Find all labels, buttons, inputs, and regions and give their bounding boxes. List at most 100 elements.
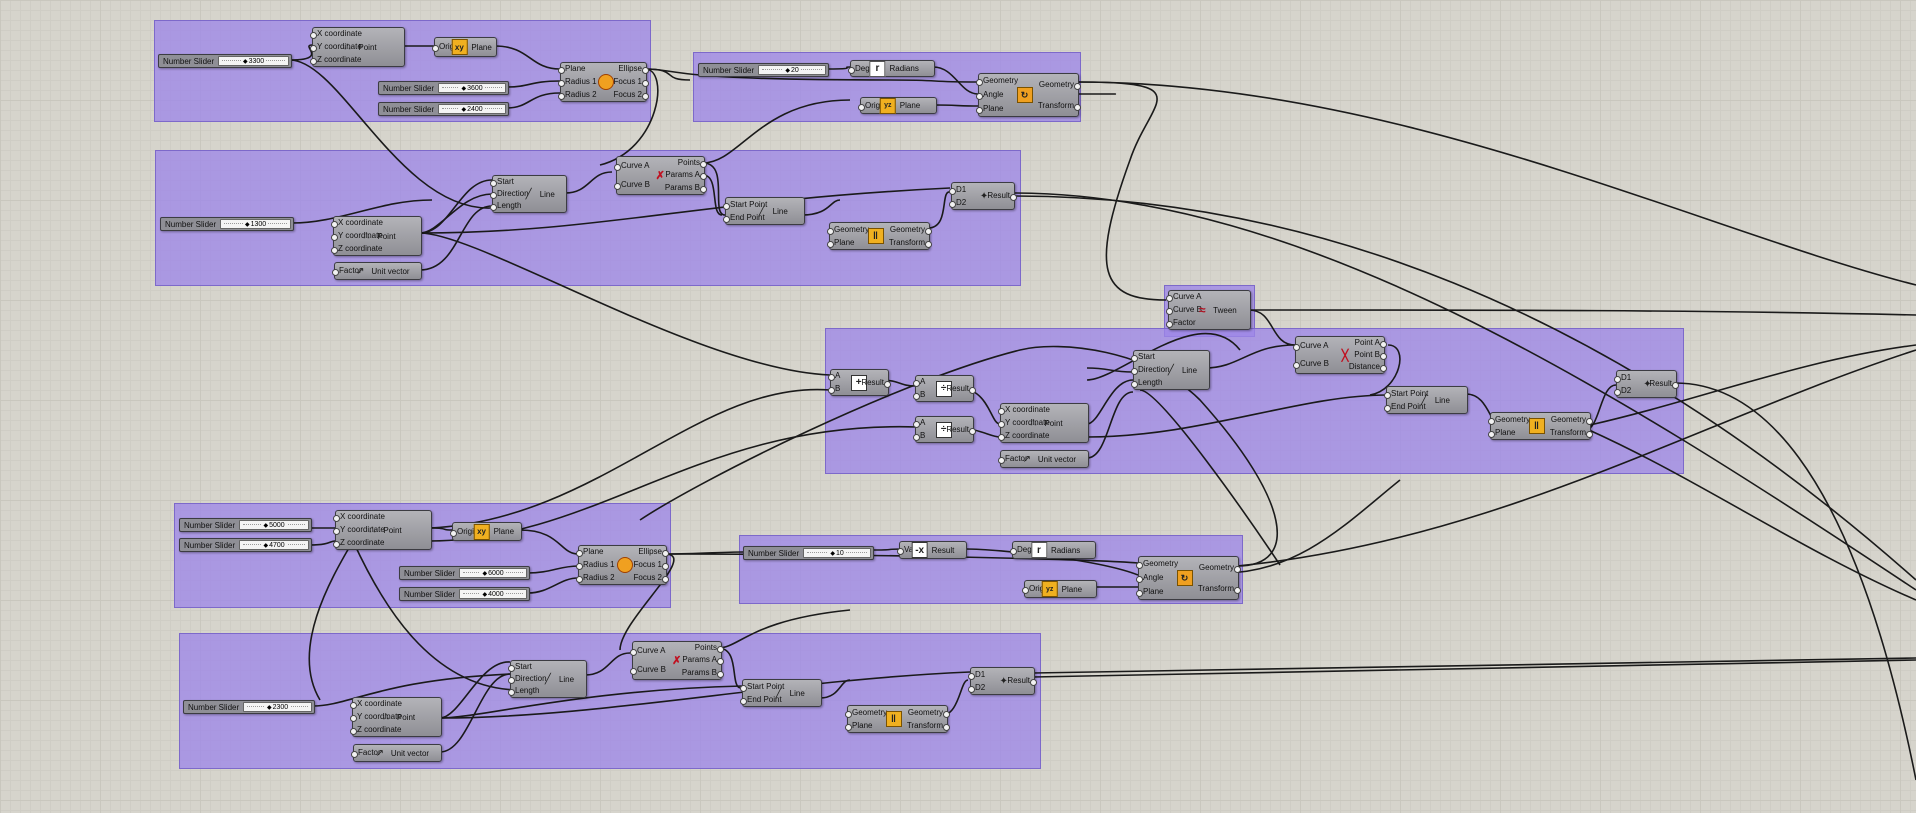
input-param[interactable]: Geometry [826, 224, 870, 235]
output-param[interactable]: Result [987, 191, 1017, 201]
component-rad2[interactable]: DegreesrRadians [1009, 541, 1096, 559]
input-param[interactable]: Length [1131, 378, 1170, 388]
input-param[interactable]: Z coordinate [350, 724, 402, 735]
input-param[interactable]: X coordinate [331, 218, 383, 229]
input-param[interactable]: Factor [1166, 318, 1202, 328]
output-param[interactable]: Point B [1349, 350, 1388, 360]
input-param[interactable]: X coordinate [998, 405, 1050, 416]
output-param[interactable]: Focus 1 [613, 76, 650, 87]
number-slider[interactable]: Number Slider 3600 [378, 81, 509, 95]
input-param[interactable]: Start [1131, 352, 1170, 363]
input-param[interactable]: Plane [558, 64, 597, 75]
input-param[interactable]: A [912, 377, 926, 388]
output-param[interactable]: Transform [1549, 427, 1594, 438]
input-param[interactable]: Curve A [614, 161, 650, 172]
input-param[interactable]: Y coordinate [331, 230, 383, 241]
slider-track[interactable]: 4000 [459, 589, 527, 599]
input-param[interactable]: Curve A [1293, 341, 1329, 351]
output-param[interactable]: Focus 2 [633, 572, 670, 583]
input-param[interactable]: Length [508, 686, 547, 696]
output-param[interactable]: Transform [1197, 583, 1242, 594]
input-param[interactable]: Geometry [1135, 559, 1179, 569]
input-param[interactable]: Curve A [630, 646, 666, 657]
input-param[interactable]: Plane [1487, 428, 1530, 438]
input-param[interactable]: Z coordinate [310, 54, 362, 65]
number-slider[interactable]: Number Slider 4000 [399, 587, 530, 601]
input-param[interactable]: Angle [975, 90, 1018, 100]
slider-track[interactable]: 2300 [243, 702, 312, 712]
input-param[interactable]: X coordinate [333, 512, 385, 523]
input-param[interactable]: X coordinate [350, 699, 402, 710]
input-param[interactable]: Geometry [844, 707, 888, 718]
input-param[interactable]: Z coordinate [998, 430, 1050, 441]
output-param[interactable]: Params A [682, 655, 725, 666]
input-param[interactable]: Factor [351, 748, 381, 758]
output-param[interactable]: Geometry [1550, 414, 1594, 425]
output-param[interactable]: Params B [664, 182, 708, 193]
slider-track[interactable]: 5000 [239, 520, 309, 530]
component-rad1[interactable]: DegreesrRadians [847, 60, 935, 77]
slider-track[interactable]: 3300 [218, 56, 289, 66]
input-param[interactable]: D2 [1613, 385, 1632, 396]
input-param[interactable]: A [912, 418, 926, 429]
input-param[interactable]: X coordinate [310, 29, 362, 40]
input-param[interactable]: Angle [1135, 573, 1178, 583]
number-slider[interactable]: Number Slider 20 [698, 63, 829, 77]
slider-track[interactable]: 2400 [438, 104, 506, 114]
input-param[interactable]: B [912, 430, 926, 441]
slider-track[interactable]: 10 [803, 548, 871, 558]
slider-track[interactable]: 1300 [220, 219, 291, 229]
component-uv1[interactable]: Factor↗Unit vector [332, 262, 422, 280]
output-param[interactable]: Focus 1 [633, 559, 670, 570]
number-slider[interactable]: Number Slider 1300 [160, 217, 294, 231]
output-param[interactable]: Distance [1348, 362, 1388, 372]
input-param[interactable]: Curve B [630, 664, 666, 675]
input-param[interactable]: Start [508, 662, 547, 672]
input-param[interactable]: Origin [857, 100, 887, 111]
input-param[interactable]: Start [490, 177, 529, 187]
input-param[interactable]: D2 [948, 197, 967, 208]
input-param[interactable]: D1 [1613, 372, 1632, 383]
input-param[interactable]: Curve A [1166, 292, 1202, 303]
output-param[interactable]: Result [946, 383, 976, 394]
input-param[interactable]: Plane [1135, 587, 1178, 597]
input-param[interactable]: Z coordinate [333, 537, 385, 548]
input-param[interactable]: D1 [967, 669, 986, 680]
input-param[interactable]: Plane [844, 721, 887, 731]
output-param[interactable]: Geometry [889, 224, 933, 235]
output-param[interactable]: Params B [681, 667, 725, 678]
output-param[interactable]: Result [1649, 379, 1679, 389]
output-param[interactable]: Point A [1349, 338, 1388, 348]
output-param[interactable]: Transform [1037, 100, 1082, 111]
input-param[interactable]: Y coordinate [350, 711, 402, 722]
input-param[interactable]: Plane [576, 547, 615, 558]
slider-track[interactable]: 3600 [438, 83, 506, 93]
number-slider[interactable]: Number Slider 2400 [378, 102, 509, 116]
input-param[interactable]: A [827, 371, 841, 382]
number-slider[interactable]: Number Slider 2300 [183, 700, 315, 714]
component-uv3[interactable]: Factor↗Unit vector [351, 744, 442, 762]
output-param[interactable]: Params A [665, 170, 708, 181]
input-param[interactable]: D2 [967, 682, 986, 693]
